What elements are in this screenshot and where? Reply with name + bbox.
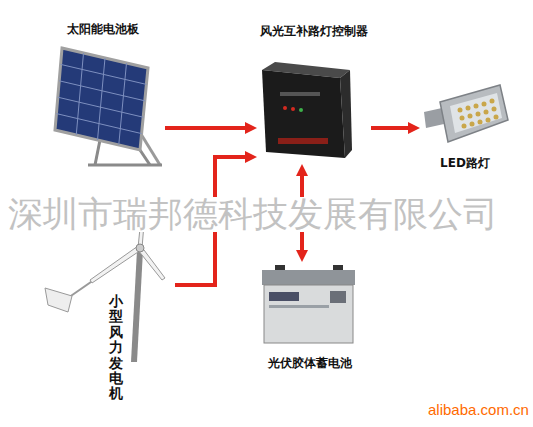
site-mark: alibaba.com.cn xyxy=(428,401,529,419)
device-label: 太阳能电池板 xyxy=(67,22,139,36)
battery: 光伏胶体蓄电池 xyxy=(255,262,365,370)
power-arrow xyxy=(165,126,249,130)
device-label: 风光互补路灯控制器 xyxy=(260,24,368,38)
device-label: 小型风力发电机 xyxy=(109,294,123,402)
device-label: 光伏胶体蓄电池 xyxy=(268,356,352,370)
solar-panel-art xyxy=(55,48,162,165)
watermark: 深圳市瑞邦德科技发展有限公司 xyxy=(8,197,498,232)
led-lamp-art xyxy=(424,85,508,142)
device-label: LED路灯 xyxy=(440,156,490,170)
led-lamp: LED路灯 xyxy=(420,80,510,170)
controller-box: 风光互补路灯控制器 xyxy=(257,24,371,164)
power-arrow xyxy=(371,126,412,130)
battery-art xyxy=(262,265,355,343)
solar-panel: 太阳能电池板 xyxy=(40,22,165,170)
controller-art xyxy=(262,62,352,158)
